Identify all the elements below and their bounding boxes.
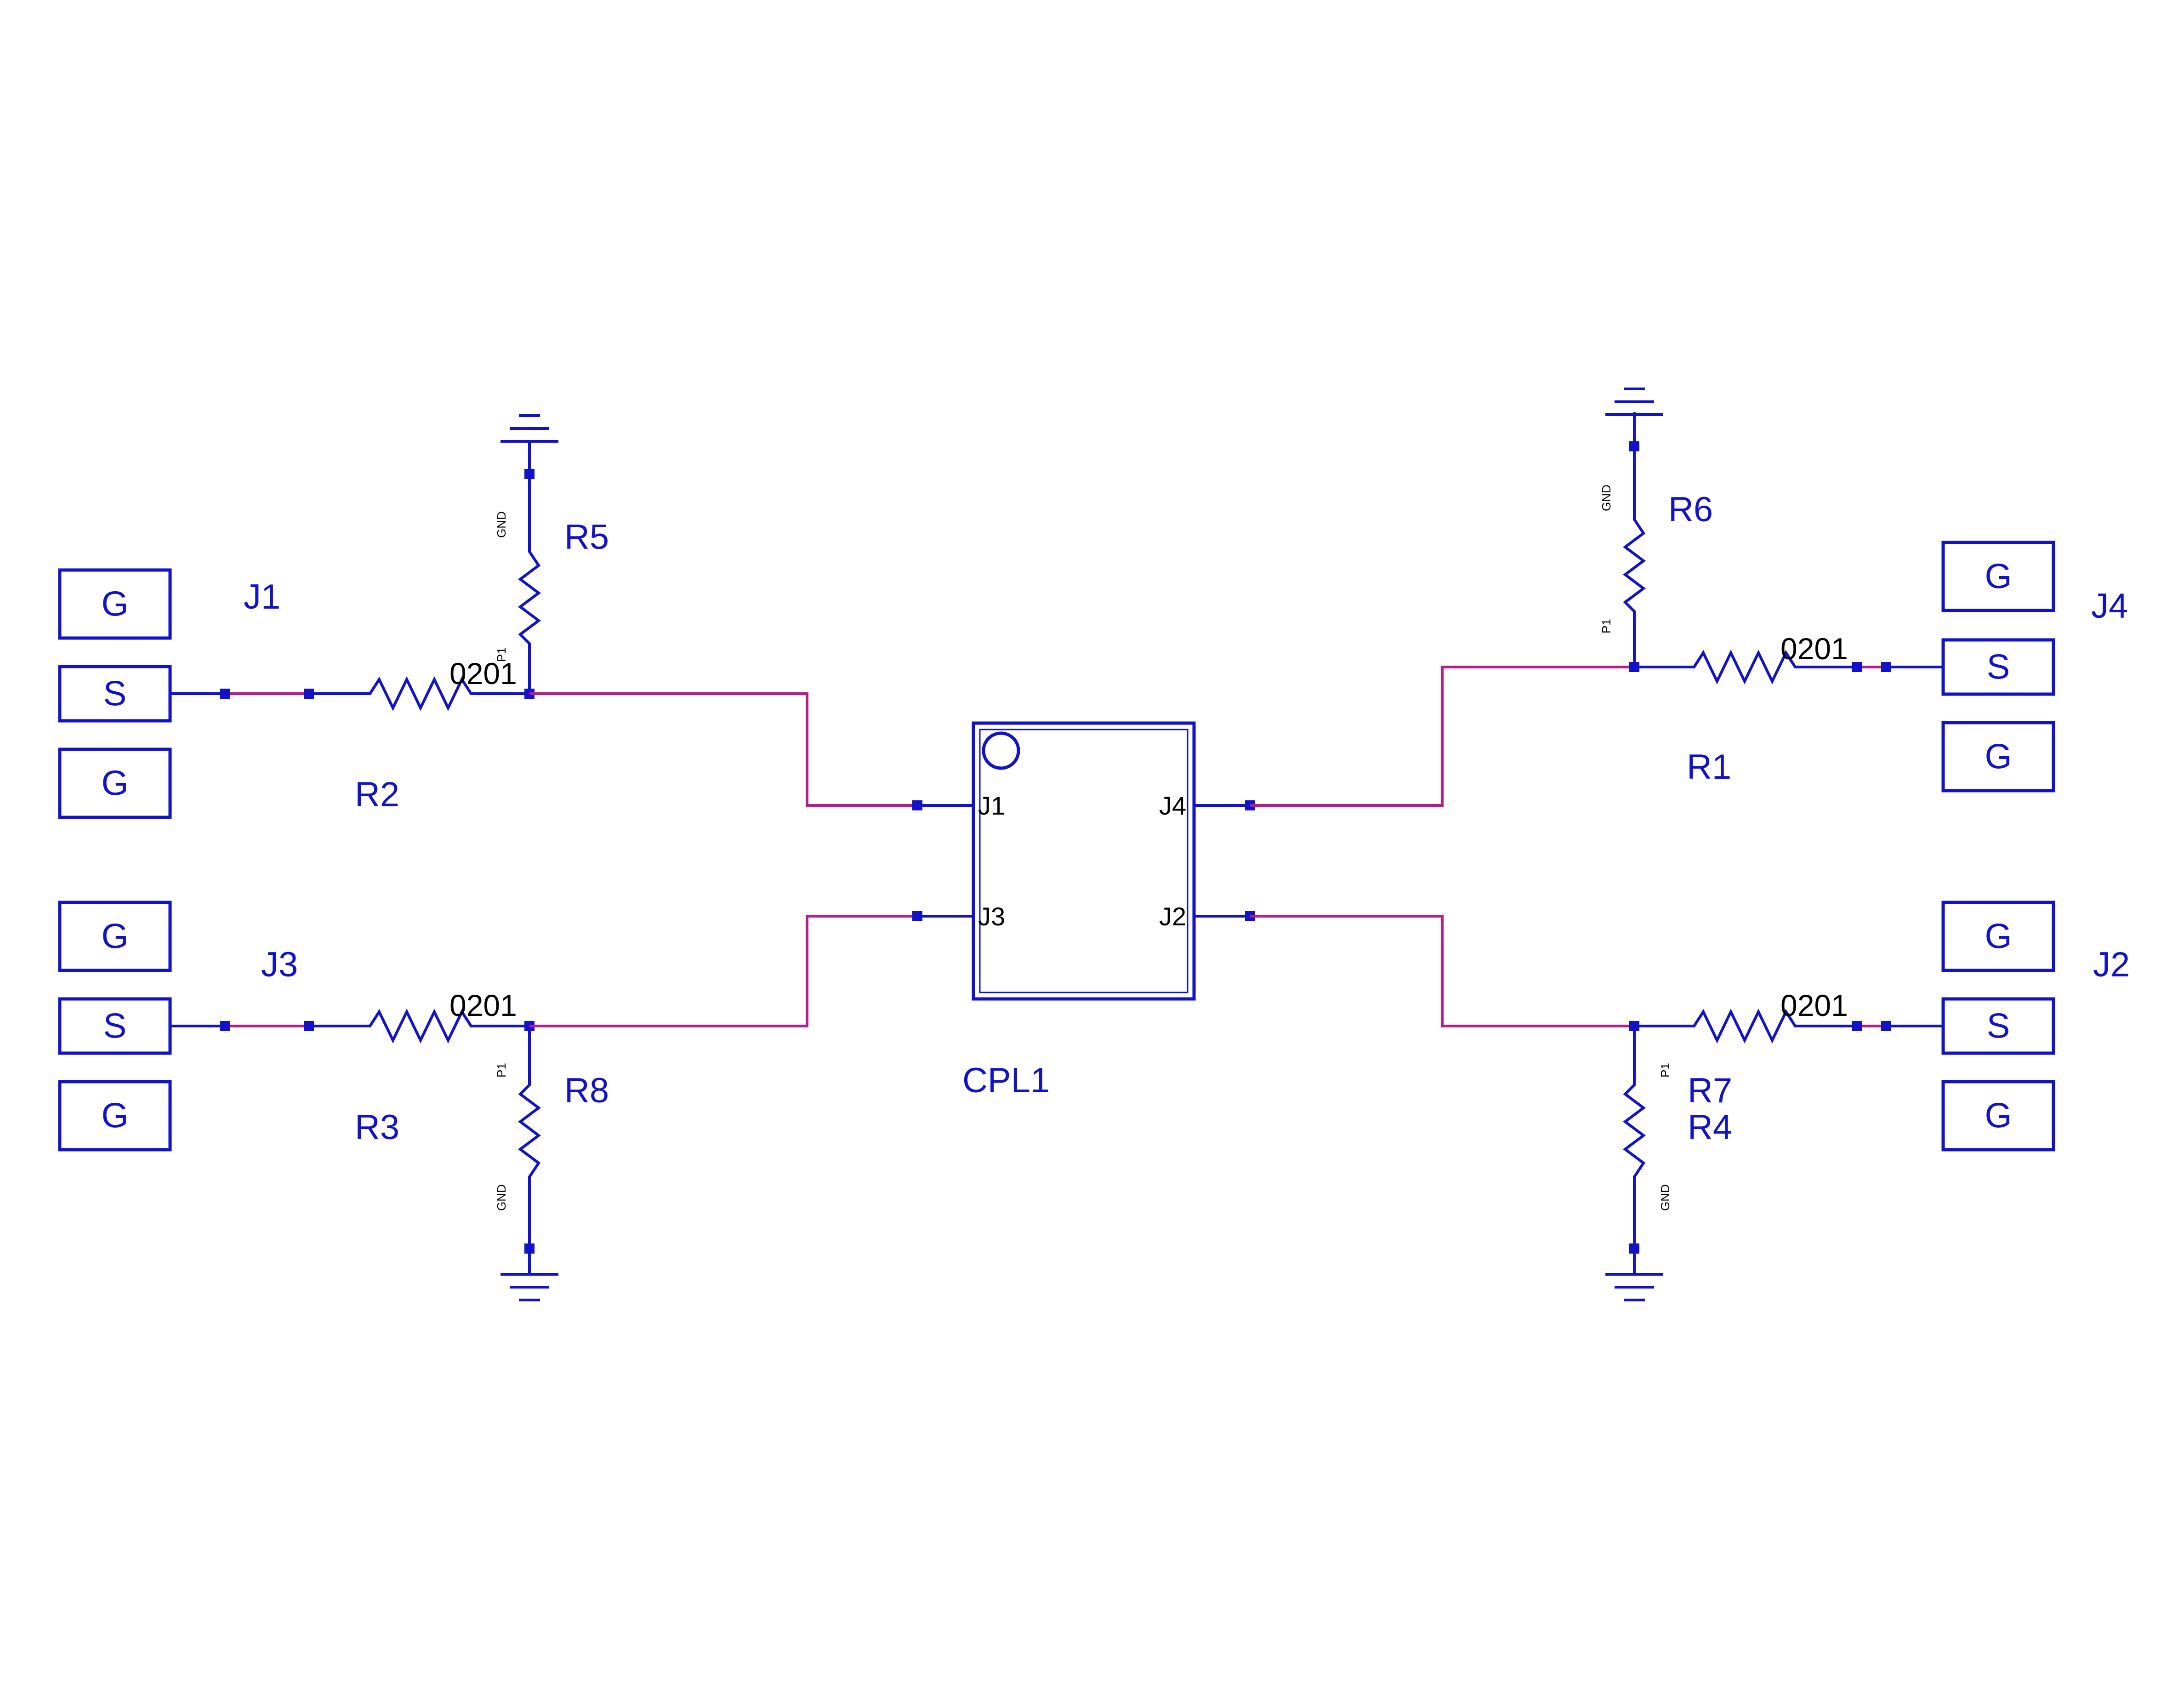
- j4-pad-g-bottom-label: G: [1985, 737, 2012, 776]
- r5-zigzag: [518, 440, 541, 695]
- net-cpl-j4-r1: [1250, 666, 1634, 807]
- node-cpl-j3: [912, 911, 922, 921]
- connector-j3: G S G J3: [58, 901, 298, 1152]
- gnd-r7: [1605, 1273, 1663, 1301]
- r2-zigzag: [307, 676, 531, 711]
- j4-pad-g-top-label: G: [1985, 557, 2012, 596]
- gnd-r6: [1605, 388, 1663, 416]
- r7-pin-gnd: GND: [1658, 1184, 1672, 1211]
- gnd-r5: [500, 414, 558, 443]
- resistor-r1: 0201 R1: [1633, 632, 1945, 787]
- r3-zigzag: [307, 1009, 531, 1044]
- j4-pad-g-top: [1941, 541, 2055, 612]
- coupler-cpl1: J1 J3 J4 J2 CPL1: [912, 721, 1255, 1100]
- resistor-r4: 0201 R4: [1633, 988, 1945, 1147]
- j1-pad-g-bottom-label: G: [101, 764, 128, 803]
- node-r8-gnd: [524, 1243, 535, 1254]
- r1-value: 0201: [1780, 632, 1848, 666]
- node-r7-gnd: [1629, 1243, 1639, 1254]
- net-r2-cpl-j1: [529, 692, 917, 807]
- node-j1-s: [220, 689, 230, 699]
- cpl1-pin-j3: J3: [978, 902, 1005, 931]
- node-r2-left: [304, 689, 314, 699]
- connector-j4: G S G J4: [1941, 541, 2128, 793]
- r8-pin-p1: P1: [495, 1063, 508, 1078]
- net-r3-cpl-j3: [529, 915, 917, 1027]
- node-r3-left: [304, 1021, 314, 1031]
- resistor-r3: 0201 R3: [169, 988, 531, 1147]
- pin1-marker-icon: [982, 731, 1020, 770]
- j1-pad-g-top: [58, 568, 172, 640]
- j4-pad-g-bottom: [1941, 721, 2055, 793]
- cpl1-inner-border: [979, 729, 1189, 993]
- node-j3-s: [220, 1021, 230, 1031]
- r5-pin-gnd: GND: [495, 511, 508, 538]
- r2-value: 0201: [449, 656, 517, 690]
- resistor-r7: P1 GND R7: [1623, 1021, 1732, 1275]
- j3-pad-g-top: [58, 901, 172, 972]
- node-r4-right: [1852, 1021, 1862, 1031]
- node-r5-gnd: [524, 469, 535, 479]
- r2-refdes: R2: [355, 775, 399, 814]
- j3-pad-s-label: S: [103, 1007, 127, 1046]
- r7-refdes: R7: [1688, 1071, 1732, 1110]
- r6-pin-p1: P1: [1599, 619, 1613, 633]
- r1-zigzag: [1633, 650, 1858, 684]
- r5-pin-p1: P1: [495, 647, 508, 662]
- j3-pad-g-bottom: [58, 1080, 172, 1152]
- j3-pad-g-top-label: G: [101, 917, 128, 956]
- r8-refdes: R8: [564, 1071, 609, 1110]
- r5-refdes: R5: [564, 518, 609, 557]
- j4-refdes: J4: [2091, 587, 2128, 626]
- node-r1-right: [1852, 662, 1862, 672]
- net-cpl-j2-r4: [1250, 915, 1634, 1027]
- resistor-r5: P1 GND R5: [495, 440, 609, 699]
- resistor-r8: P1 GND R8: [495, 1021, 609, 1275]
- j2-pad-g-top-label: G: [1985, 917, 2012, 956]
- cpl1-body: [972, 721, 1196, 1001]
- node-cpl-j1: [912, 800, 922, 810]
- j2-pad-s-label: S: [1987, 1007, 2010, 1046]
- resistor-r2: 0201 R2: [169, 656, 531, 814]
- connector-j2: G S G J2: [1941, 901, 2130, 1152]
- j1-pad-s-label: S: [103, 674, 127, 713]
- j4-pad-s-label: S: [1987, 648, 2010, 687]
- node-r6-gnd: [1629, 441, 1639, 451]
- r6-zigzag: [1623, 412, 1646, 668]
- cpl1-pin-j2: J2: [1159, 902, 1186, 931]
- j2-pad-s: [1941, 997, 2055, 1055]
- r7-zigzag: [1623, 1025, 1646, 1275]
- j1-pad-g-bottom: [58, 747, 172, 819]
- j2-refdes: J2: [2093, 945, 2130, 984]
- r7-pin-p1: P1: [1658, 1063, 1672, 1078]
- connector-j1: G S G J1: [58, 568, 280, 819]
- j4-pad-s: [1941, 638, 2055, 696]
- cpl1-pin-j1: J1: [978, 791, 1005, 820]
- j2-pad-g-bottom: [1941, 1080, 2055, 1152]
- cpl1-refdes: CPL1: [962, 1061, 1050, 1100]
- r6-pin-gnd: GND: [1599, 485, 1613, 511]
- r3-refdes: R3: [355, 1108, 399, 1147]
- gnd-r8: [500, 1273, 558, 1301]
- j3-refdes: J3: [261, 945, 298, 984]
- cpl1-pin-j4: J4: [1159, 791, 1186, 820]
- node-j2-s: [1881, 1021, 1891, 1031]
- resistor-r6: P1 GND R6: [1599, 412, 1713, 672]
- j1-pad-g-top-label: G: [101, 585, 128, 624]
- r3-value: 0201: [449, 988, 517, 1022]
- j2-pad-g-top: [1941, 901, 2055, 972]
- j1-refdes: J1: [244, 577, 280, 616]
- j2-pad-g-bottom-label: G: [1985, 1096, 2012, 1135]
- r1-refdes: R1: [1687, 747, 1731, 787]
- r8-pin-gnd: GND: [495, 1184, 508, 1211]
- node-j4-s: [1881, 662, 1891, 672]
- r8-zigzag: [518, 1025, 541, 1275]
- j3-pad-g-bottom-label: G: [101, 1096, 128, 1135]
- r6-refdes: R6: [1668, 490, 1713, 529]
- r4-zigzag: [1633, 1009, 1858, 1044]
- r4-value: 0201: [1780, 988, 1848, 1022]
- r4-refdes: R4: [1688, 1108, 1732, 1147]
